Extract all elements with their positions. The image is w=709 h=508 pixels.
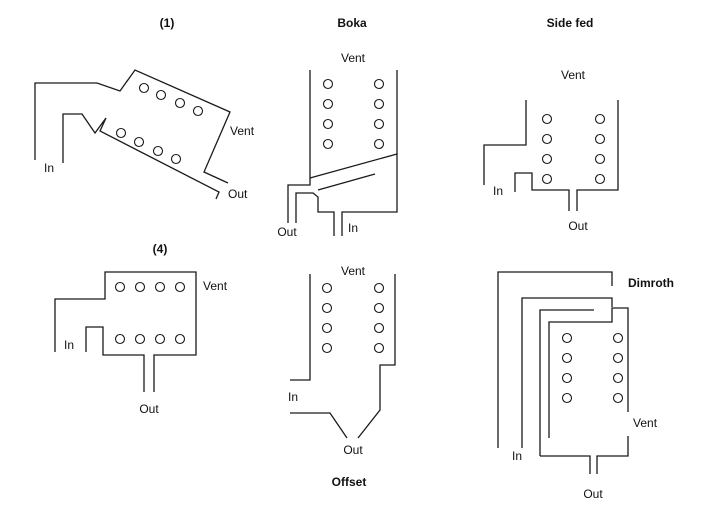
diagram-4-vent-label: Vent: [203, 279, 228, 293]
diagram-1-title: (1): [160, 16, 175, 30]
diagram-side-fed-walls: [483, 100, 619, 211]
diagram-1-in-label: In: [44, 161, 54, 175]
diagram-4-in-label: In: [64, 338, 74, 352]
diagram-dimroth-walls: [497, 271, 629, 474]
diagram-side-fed-out-label: Out: [568, 219, 588, 233]
diagram-offset-title: Offset: [332, 475, 367, 489]
diagram-boka: Boka Vent Out In: [277, 16, 398, 239]
diagram-side-fed-coil: [541, 113, 606, 185]
diagram-side-fed: Side fed Vent In Out: [483, 16, 619, 233]
diagram-4: (4) Vent In Out: [54, 242, 228, 416]
diagram-offset-walls: [290, 274, 396, 439]
diagram-offset-coil: [321, 282, 385, 354]
diagram-boka-vent-label: Vent: [341, 51, 366, 65]
diagram-4-out-label: Out: [139, 402, 159, 416]
diagram-offset-vent-label: Vent: [341, 264, 366, 278]
diagram-4-title: (4): [153, 242, 168, 256]
diagram-boka-out-label: Out: [277, 225, 297, 239]
diagram-side-fed-vent-label: Vent: [561, 68, 586, 82]
diagram-1-vent-label: Vent: [230, 124, 255, 138]
diagram-dimroth-vent-label: Vent: [633, 416, 658, 430]
diagram-offset: Offset Vent In Out: [288, 264, 396, 489]
diagram-boka-title: Boka: [337, 16, 367, 30]
diagram-dimroth: Dimroth Vent In Out: [497, 271, 674, 501]
diagram-boka-coil: [322, 78, 385, 150]
diagram-offset-out-label: Out: [343, 443, 363, 457]
diagram-4-coil: [114, 281, 186, 345]
diagram-offset-in-label: In: [288, 390, 298, 404]
diagram-side-fed-in-label: In: [493, 184, 503, 198]
diagram-boka-walls: [287, 70, 398, 236]
diagram-dimroth-coil: [561, 332, 624, 404]
diagram-dimroth-title: Dimroth: [628, 276, 674, 290]
diagram-boka-in-label: In: [348, 221, 358, 235]
diagram-dimroth-out-label: Out: [583, 487, 603, 501]
diagram-dimroth-in-label: In: [512, 449, 522, 463]
diagram-1-out-label: Out: [228, 187, 248, 201]
diagram-side-fed-title: Side fed: [547, 16, 594, 30]
diagram-4-walls: [54, 271, 197, 392]
diagram-1-coil: [115, 82, 204, 165]
diagram-1-walls: [34, 69, 231, 200]
diagram-1: (1) In Vent Out: [34, 16, 255, 201]
